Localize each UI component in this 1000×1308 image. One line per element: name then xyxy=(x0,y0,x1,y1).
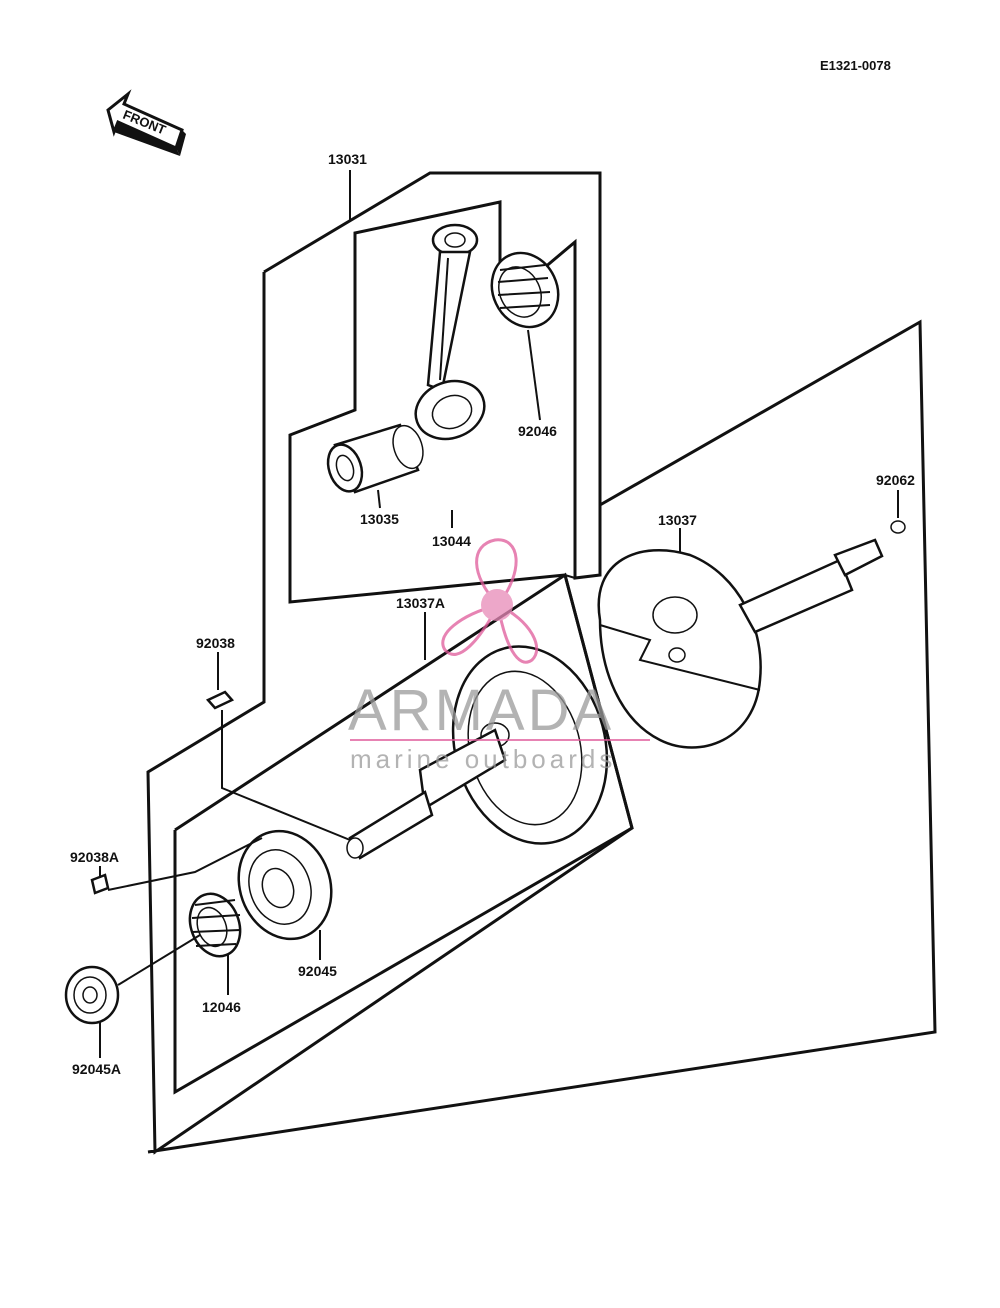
key-92038 xyxy=(205,690,235,710)
diagram-code: E1321-0078 xyxy=(820,58,891,73)
label-13037: 13037 xyxy=(658,512,697,528)
label-13044: 13044 xyxy=(432,533,471,549)
label-13031: 13031 xyxy=(328,151,367,167)
outline-outer-top xyxy=(263,171,602,505)
leader-lines xyxy=(99,170,899,1058)
label-13037A: 13037A xyxy=(396,595,445,611)
ball-bearing-92045 xyxy=(237,829,333,941)
label-92038: 92038 xyxy=(196,635,235,651)
ball-bearing-92045A xyxy=(64,965,120,1025)
crankpin-13035 xyxy=(326,423,424,494)
crank-half-13037A xyxy=(346,645,609,860)
watermark-tagline: marine outboards xyxy=(350,744,616,774)
crank-half-13037 xyxy=(597,520,906,749)
label-92046: 92046 xyxy=(518,423,557,439)
label-92045: 92045 xyxy=(298,963,337,979)
outline-13037A xyxy=(173,572,634,1095)
armada-watermark: ARMADA marine outboards xyxy=(348,538,650,774)
label-92038A: 92038A xyxy=(70,849,119,865)
gear-12046 xyxy=(188,892,242,958)
label-12046: 12046 xyxy=(202,999,241,1015)
needle-bearing-92046 xyxy=(490,251,560,329)
label-92045A: 92045A xyxy=(72,1061,121,1077)
front-arrow-icon: FRONT xyxy=(106,89,186,156)
connecting-rod xyxy=(414,223,486,441)
label-13035: 13035 xyxy=(360,511,399,527)
propeller-logo-icon xyxy=(441,538,539,664)
watermark-brand: ARMADA xyxy=(348,678,614,743)
label-92062: 92062 xyxy=(876,472,915,488)
